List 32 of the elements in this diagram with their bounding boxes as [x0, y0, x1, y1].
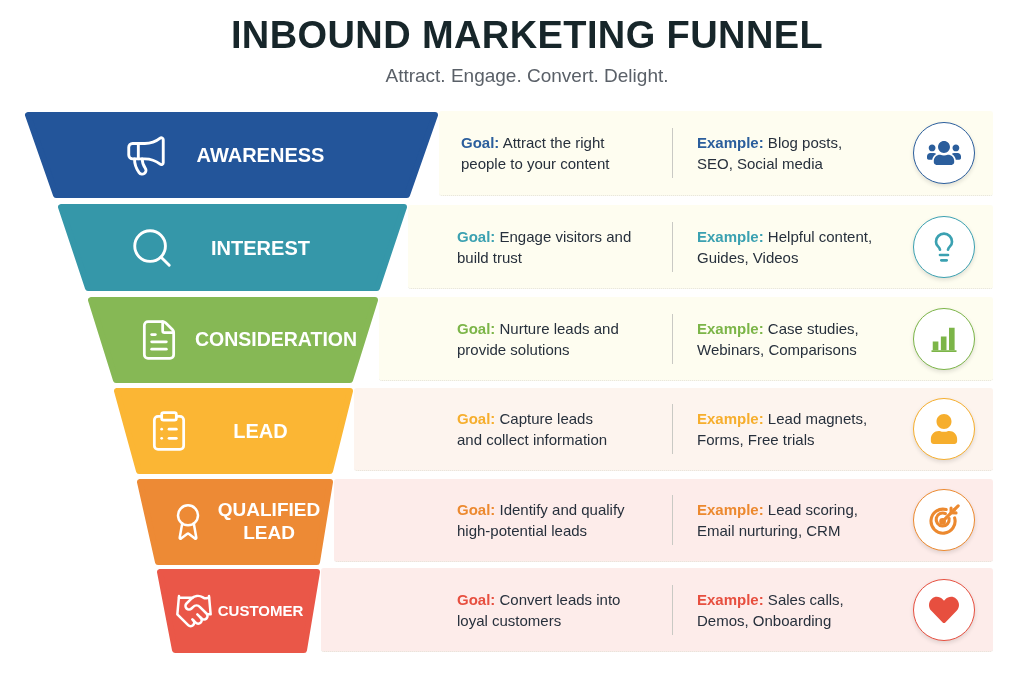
stage-label: AWARENESS: [196, 143, 325, 167]
funnel-stage: [58, 204, 407, 291]
example-text: Example: Sales calls, Demos, Onboarding: [697, 589, 845, 631]
goal-text: Goal: Convert leads into loyal customers: [457, 589, 622, 631]
stage-detail-panel: [439, 111, 993, 196]
goal-text: Goal: Nurture leads and provide solutions: [457, 318, 620, 360]
stage-label: CUSTOMER: [217, 602, 304, 620]
stage-detail-panel: [334, 479, 993, 562]
funnel-stage: [88, 297, 378, 383]
title: INBOUND MARKETING FUNNEL: [230, 13, 824, 58]
goal-text: Goal: Attract the right people to your content: [461, 133, 611, 174]
goal-text: Goal: Identify and qualify high-potential leads: [457, 500, 626, 541]
goal-text: Goal: Engage visitors and build trust: [457, 226, 633, 268]
example-text: Example: Case studies, Webinars, Comparisons: [697, 318, 860, 360]
stage-detail-panel: [354, 388, 993, 471]
example-text: Example: Lead magnets, Forms, Free trials: [697, 409, 869, 450]
stage-label: LEAD: [233, 419, 288, 443]
stage-detail-panel: [408, 205, 993, 289]
funnel-stage: [137, 479, 333, 565]
example-text: Example: Helpful content, Guides, Videos: [697, 226, 874, 268]
subtitle: Attract. Engage. Convert. Delight.: [385, 64, 669, 88]
stage-label: CONSIDERATION: [194, 328, 358, 352]
example-text: Example: Blog posts, SEO, Social media: [697, 133, 844, 174]
example-text: Example: Lead scoring, Email nurturing, CRM: [697, 500, 859, 541]
funnel-stage: [114, 388, 353, 474]
stage-label: INTEREST: [211, 235, 310, 260]
funnel-stage: [25, 112, 438, 198]
goal-text: Goal: Capture leads and collect information: [457, 409, 609, 450]
funnel-stage: [157, 569, 320, 653]
stage-detail-panel: [321, 568, 993, 652]
stage-label: QUALIFIED LEAD: [216, 499, 322, 545]
stage-detail-panel: [379, 297, 993, 381]
